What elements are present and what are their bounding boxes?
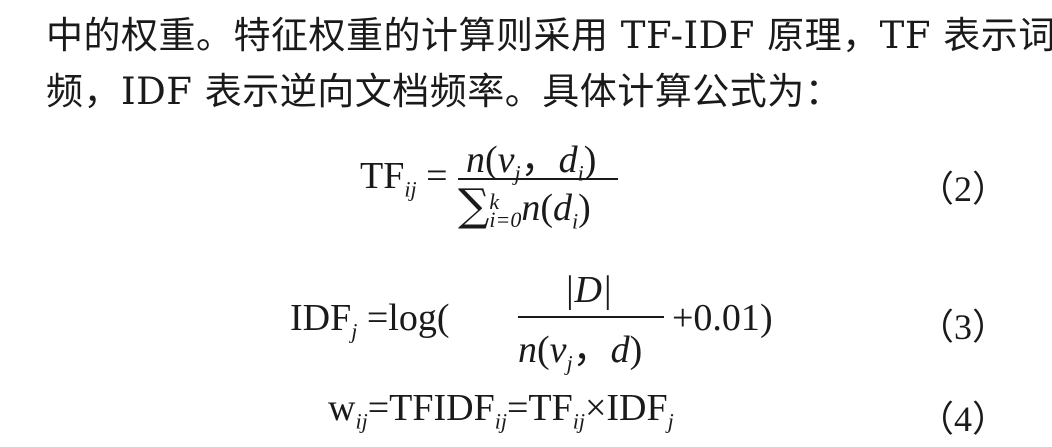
equation-tf-lhs: TFij =	[360, 155, 448, 202]
fraction-bar	[518, 316, 664, 318]
equation-number-2: （2）	[918, 169, 1009, 209]
paragraph-line-2: 频，IDF 表示逆向文档频率。具体计算公式为：	[46, 70, 843, 113]
equation-number-3: （3）	[918, 307, 1009, 347]
equation-idf-numerator: |D|	[564, 269, 613, 311]
paragraph-line-1: 中的权重。特征权重的计算则采用 TF-IDF 原理，TF 表示词	[46, 14, 1052, 57]
equation-idf-denominator: n(vj，d)	[518, 329, 643, 376]
equation-idf-lhs: IDFj =log(	[290, 297, 450, 344]
equation-tf-numerator: n(vj，di)	[466, 139, 597, 186]
fraction-bar	[458, 178, 618, 180]
equation-idf-tail: +0.01)	[672, 297, 773, 339]
equation-idf: IDFj =log( |D| n(vj，d) +0.01)	[290, 268, 773, 376]
equation-number-4: （4）	[918, 399, 1009, 439]
equation-weight: wij=TFIDFij=TFij×IDFj	[328, 387, 674, 434]
